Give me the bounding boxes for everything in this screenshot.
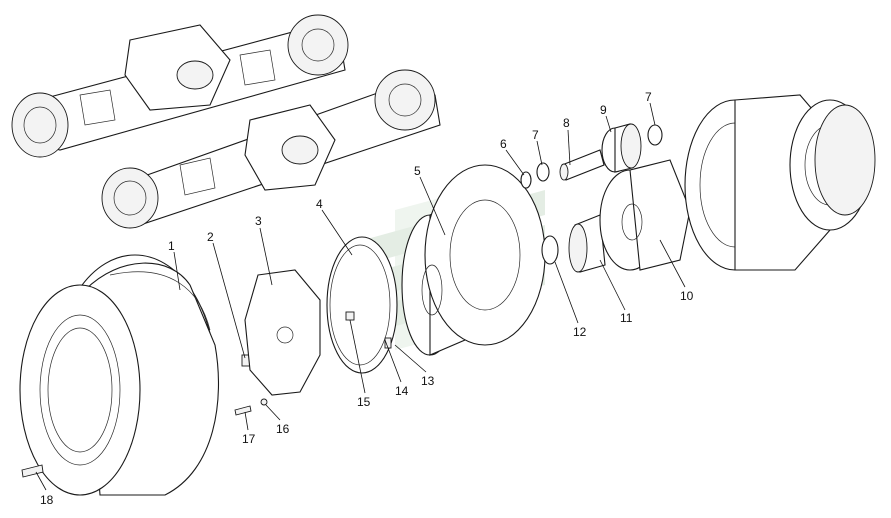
callout-13: 13 bbox=[421, 374, 435, 388]
callout-17: 17 bbox=[242, 432, 256, 446]
callout-16: 16 bbox=[276, 422, 290, 436]
callout-10: 10 bbox=[680, 289, 694, 303]
callout-4: 4 bbox=[316, 197, 323, 211]
wheel-hub bbox=[684, 94, 876, 271]
bolt-17 bbox=[234, 405, 252, 416]
gear-9 bbox=[601, 123, 642, 173]
callout-9: 9 bbox=[600, 103, 607, 117]
leader-lines bbox=[35, 102, 686, 491]
callout-7b: 7 bbox=[645, 90, 652, 104]
callout-12: 12 bbox=[573, 325, 587, 339]
washer-7 bbox=[536, 162, 550, 182]
pin-15 bbox=[345, 311, 355, 321]
ring-6 bbox=[520, 171, 532, 189]
callout-5: 5 bbox=[414, 164, 421, 178]
sun-gear bbox=[568, 214, 606, 273]
hub-cap-plate bbox=[244, 269, 321, 396]
callout-11: 11 bbox=[620, 311, 633, 325]
callout-18: 18 bbox=[40, 493, 54, 507]
callout-7a: 7 bbox=[532, 128, 539, 142]
washer-7-right bbox=[647, 124, 663, 146]
callout-15: 15 bbox=[357, 395, 371, 409]
ring-12 bbox=[541, 235, 559, 265]
bolt-18 bbox=[21, 464, 44, 478]
callout-14: 14 bbox=[395, 384, 409, 398]
axle-assembly-bottom bbox=[101, 69, 441, 229]
callout-8: 8 bbox=[563, 116, 570, 130]
washer-16 bbox=[260, 398, 268, 406]
callout-6: 6 bbox=[500, 137, 507, 151]
planet-carrier bbox=[599, 159, 691, 271]
callout-3: 3 bbox=[255, 214, 262, 228]
brake-drum bbox=[19, 254, 220, 496]
cover bbox=[401, 164, 546, 356]
callout-1: 1 bbox=[168, 239, 175, 253]
axle-assembly-top bbox=[11, 14, 349, 158]
shaft bbox=[559, 149, 605, 181]
gasket bbox=[326, 236, 398, 374]
callout-2: 2 bbox=[207, 230, 214, 244]
